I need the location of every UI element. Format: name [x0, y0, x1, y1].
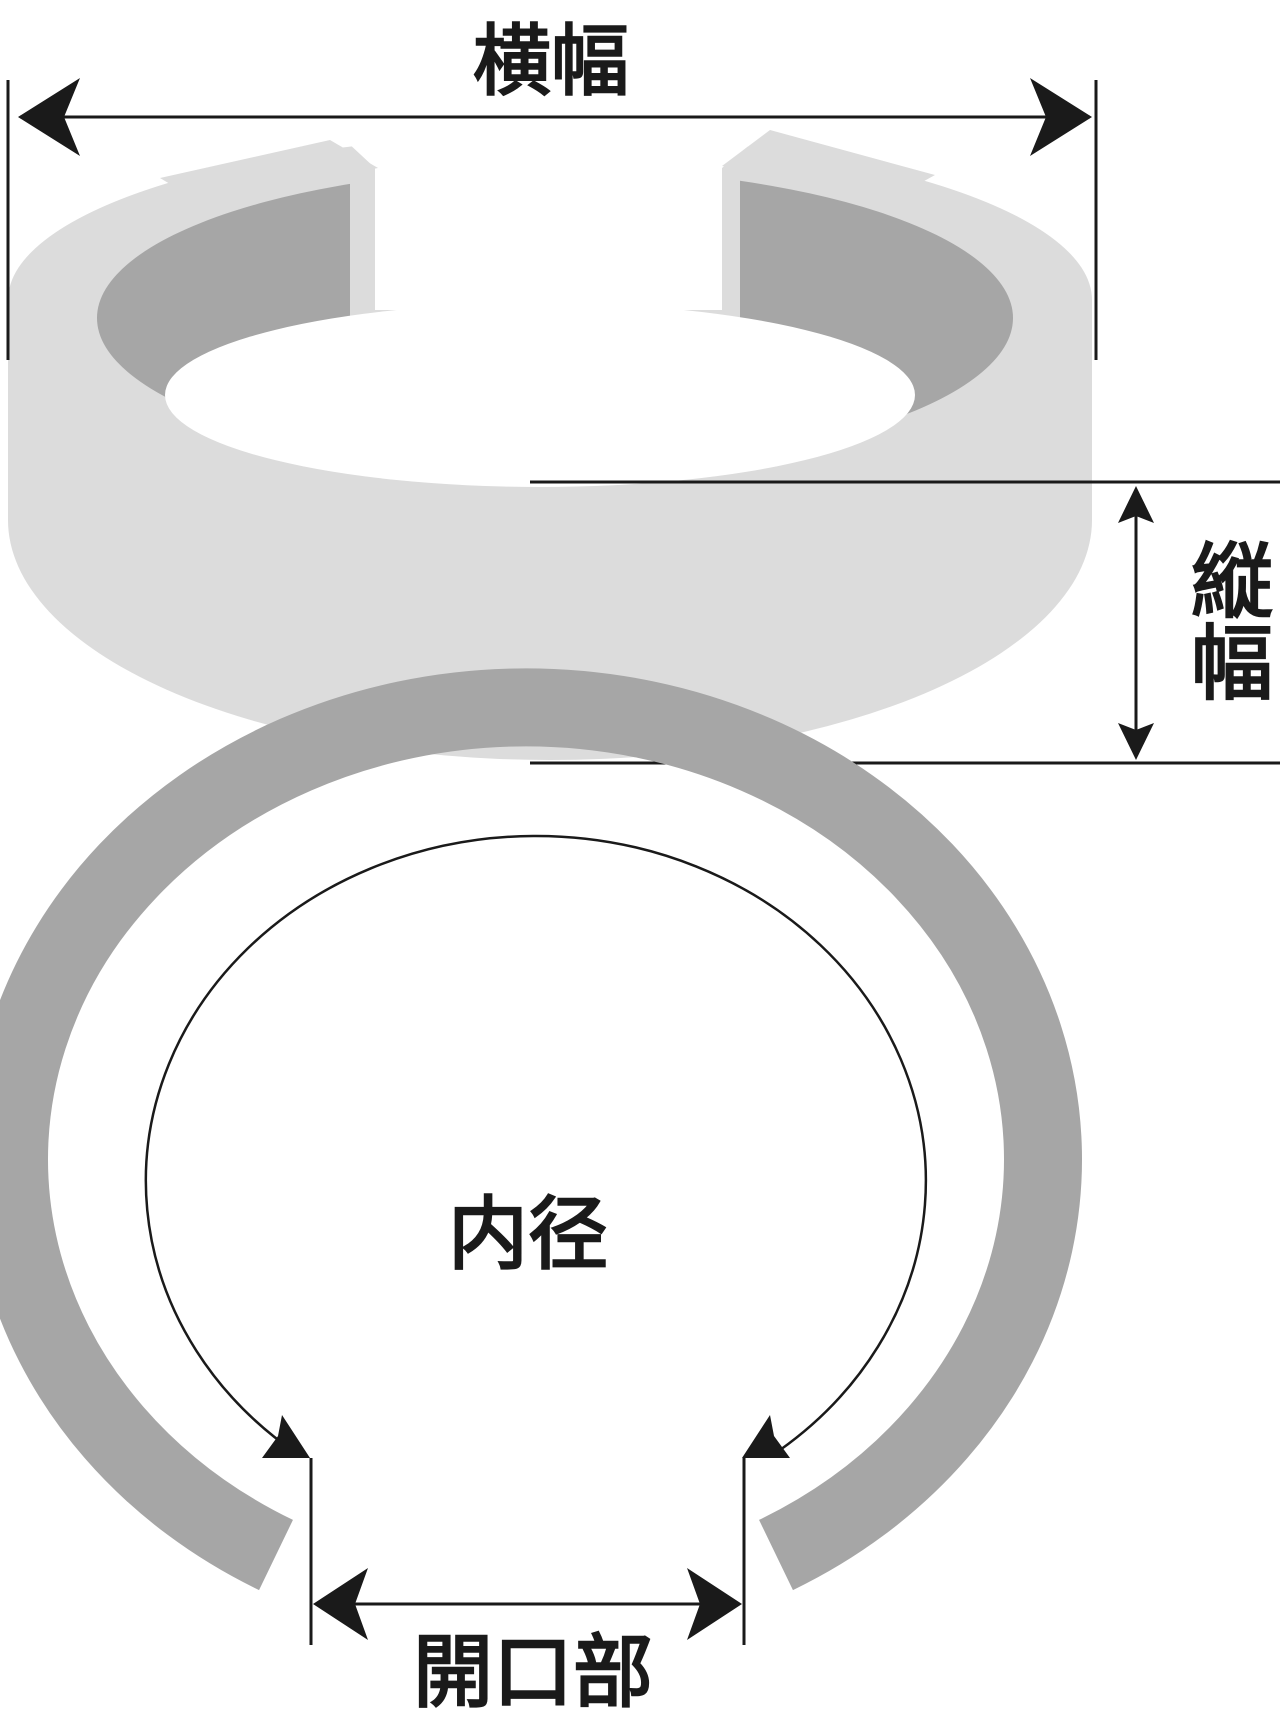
ring-cut-face-left: [160, 140, 378, 202]
opening-dimension: [309, 1458, 746, 1645]
ring-top-view: [0, 668, 1082, 1591]
ring-top-opening: [332, 0, 770, 310]
ring-3d-view: [8, 0, 1092, 760]
arrowhead-opening-left-icon: [313, 1568, 368, 1640]
arrowhead-down-icon: [1118, 723, 1154, 760]
arrowhead-up-icon: [1118, 486, 1154, 523]
arrowhead-opening-right-icon: [687, 1568, 742, 1640]
arrowhead-inner-right-icon: [742, 1415, 790, 1458]
ring-hole: [165, 303, 915, 487]
arrowhead-inner-left-icon: [262, 1415, 310, 1458]
width-dimension: [6, 78, 1098, 360]
height-dimension: [530, 480, 1280, 765]
height-label: 縦幅: [1177, 538, 1272, 702]
inner-diameter-curve: [144, 834, 928, 1455]
top-view-ring-band: [0, 668, 1082, 1591]
inner-diameter-label: 内径: [448, 1188, 608, 1281]
width-label: 横幅: [473, 17, 629, 107]
ring-cut-face-right: [722, 130, 935, 200]
arrowhead-left-icon: [18, 78, 80, 156]
inner-diameter-indicator: [144, 834, 928, 1458]
opening-label: 開口部: [413, 1626, 653, 1710]
arrowhead-right-icon: [1030, 78, 1092, 156]
